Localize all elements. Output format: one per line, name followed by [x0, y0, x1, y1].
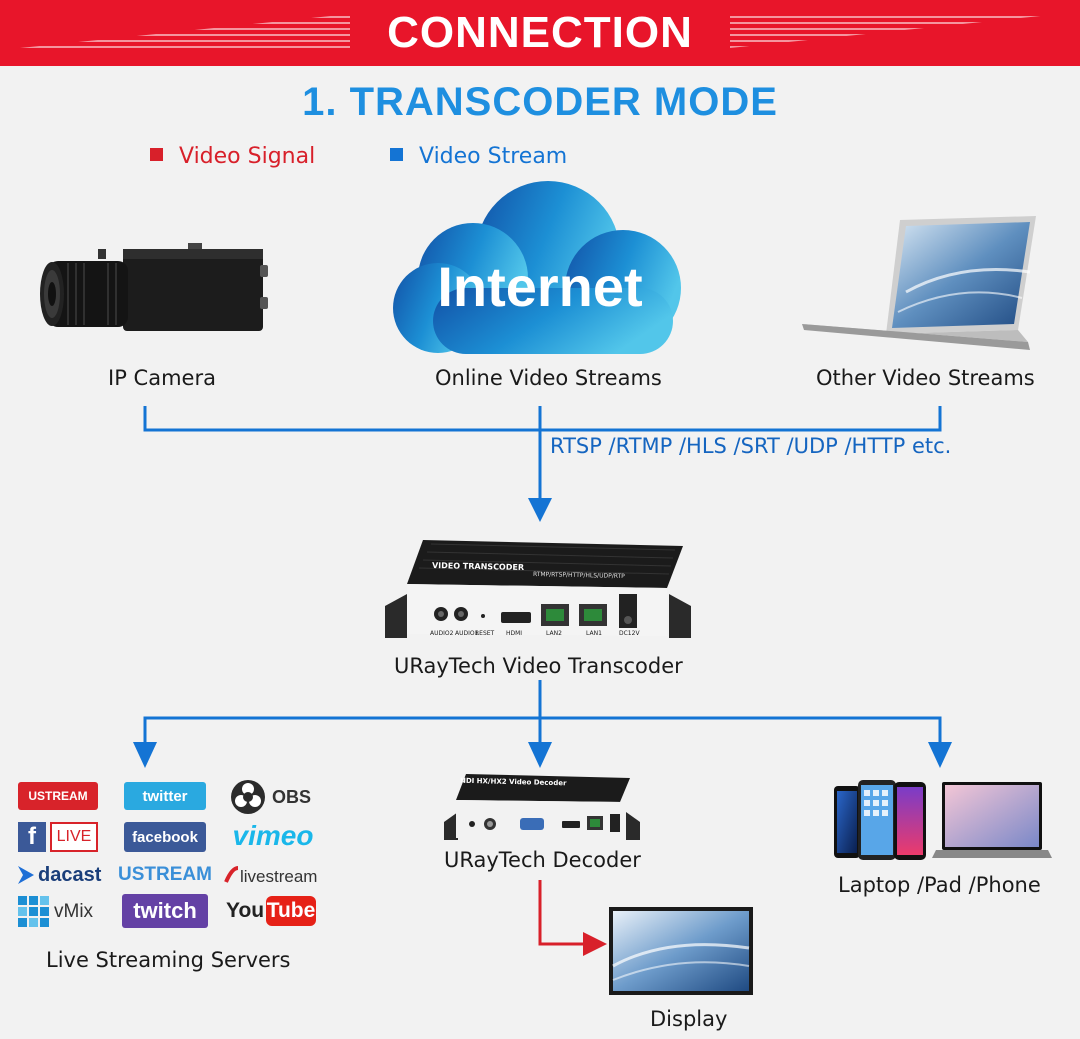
- obs-logo-text: OBS: [272, 786, 312, 807]
- port-lan1-label: LAN1: [586, 630, 602, 637]
- devices-label: Laptop /Pad /Phone: [838, 873, 1041, 897]
- dacast-chevron-icon: [18, 866, 34, 884]
- arrow-to-servers-icon: [133, 742, 157, 768]
- internet-cloud-icon: [393, 181, 681, 354]
- mode-title: 1. TRANSCODER MODE: [302, 80, 778, 124]
- facebook-live-logo: LIVE: [50, 822, 98, 852]
- ustream-logo: USTREAM: [118, 864, 212, 885]
- youtube-logo-tube: Tube: [266, 896, 316, 926]
- legend-video-stream-label: Video Stream: [419, 144, 568, 169]
- arrow-to-decoder-icon: [528, 742, 552, 768]
- source-bus-line: [143, 406, 942, 432]
- display-label: Display: [650, 1007, 728, 1031]
- banner-title: CONNECTION: [387, 8, 693, 57]
- red-square-icon: [150, 148, 163, 161]
- internet-label: Internet: [437, 255, 643, 318]
- twitch-logo: twitch: [122, 894, 208, 928]
- phone-pad-laptop-icon: [834, 780, 1052, 860]
- legend-video-stream: Video Stream: [390, 144, 567, 169]
- transcoder-label: URayTech Video Transcoder: [394, 654, 683, 678]
- youtube-logo-you: You: [226, 899, 265, 922]
- protocols-label: RTSP /RTMP /HLS /SRT /UDP /HTTP etc.: [550, 434, 952, 458]
- arrow-to-display-icon: [583, 932, 607, 956]
- vmix-grid-icon: [18, 896, 49, 927]
- facebook-logo: facebook: [124, 822, 206, 852]
- livestream-logo: livestream: [240, 867, 318, 886]
- transcoder-device-icon: [385, 540, 691, 638]
- signal-to-display-line: [538, 880, 585, 946]
- obs-logo-icon: [231, 780, 265, 814]
- port-dc12v-label: DC12V: [619, 630, 640, 637]
- facebook-f-icon: f: [18, 822, 46, 852]
- arrow-to-transcoder-icon: [528, 498, 552, 522]
- port-hdmi-label: HDMI: [506, 630, 523, 637]
- decoder-device-icon: [444, 774, 640, 840]
- decoder-label: URayTech Decoder: [444, 848, 641, 872]
- legend-video-signal-label: Video Signal: [179, 144, 316, 169]
- port-lan2-label: LAN2: [546, 630, 562, 637]
- twitter-logo: twitter: [124, 782, 206, 810]
- port-audio1-label: AUDIO1: [455, 630, 479, 637]
- output-bus-line: [143, 716, 942, 745]
- online-streams-label: Online Video Streams: [435, 366, 662, 390]
- servers-label: Live Streaming Servers: [46, 948, 291, 972]
- vimeo-logo: vimeo: [232, 820, 314, 851]
- dacast-logo: dacast: [38, 863, 102, 886]
- blue-square-icon: [390, 148, 403, 161]
- port-reset-label: RESET: [475, 630, 495, 637]
- ip-camera-label: IP Camera: [108, 366, 216, 390]
- other-streams-label: Other Video Streams: [816, 366, 1035, 390]
- laptop-icon: [802, 216, 1036, 350]
- display-monitor-icon: [609, 907, 753, 995]
- arrow-to-devices-icon: [928, 742, 952, 768]
- vmix-logo: vMix: [54, 901, 94, 922]
- port-audio2-label: AUDIO2: [430, 630, 454, 637]
- header-banner: CONNECTION: [0, 0, 1080, 66]
- legend-video-signal: Video Signal: [150, 144, 315, 169]
- ip-camera-icon: [40, 243, 268, 331]
- ustream-tv-logo: USTREAM: [18, 782, 98, 810]
- livestream-icon: [224, 866, 239, 883]
